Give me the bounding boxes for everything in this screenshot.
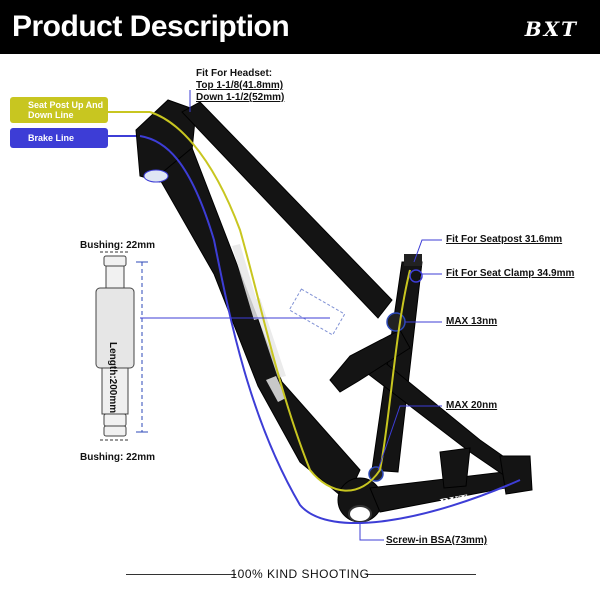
page-title: Product Description bbox=[12, 10, 290, 43]
headset-title: Fit For Headset: bbox=[196, 68, 273, 79]
headset-top-spec: Top 1-1/8(41.8mm) bbox=[196, 80, 284, 91]
torque-13-spec: MAX 13nm bbox=[446, 316, 498, 327]
legend-seatpost-line: Seat Post Up And Down Line bbox=[10, 97, 108, 123]
bushing-top-label: Bushing: 22mm bbox=[80, 240, 156, 251]
bike-frame bbox=[135, 99, 533, 523]
shock-bottom-eye bbox=[103, 413, 127, 427]
shock-top-bushing bbox=[103, 255, 127, 267]
brake-cable-route bbox=[139, 135, 521, 525]
footer-caption: 100% KIND SHOOTING bbox=[230, 567, 370, 581]
rear-stay-inner bbox=[439, 447, 471, 489]
legend-brake-line: Brake Line bbox=[10, 128, 108, 148]
shock-top-eye bbox=[105, 265, 125, 289]
header-bar: Product Description BXT bbox=[0, 0, 600, 54]
footer-rule-right bbox=[366, 574, 476, 575]
headset-down-spec: Down 1-1/2(52mm) bbox=[196, 92, 285, 103]
headset-lower bbox=[143, 169, 169, 183]
down-tube bbox=[157, 147, 361, 501]
footer-rule-left bbox=[126, 574, 236, 575]
rear-shock-illustration bbox=[95, 255, 135, 437]
bsa-shell bbox=[348, 505, 372, 523]
seatpost-spec: Fit For Seatpost 31.6mm bbox=[446, 234, 563, 245]
rear-dropout bbox=[499, 455, 533, 495]
leader-lines bbox=[140, 90, 442, 541]
shock-body bbox=[101, 367, 129, 415]
seat-clamp-marker bbox=[409, 269, 423, 283]
bsa-spec: Screw-in BSA(73mm) bbox=[386, 535, 488, 546]
torque-20-spec: MAX 20nm bbox=[446, 400, 498, 411]
mounted-shock-ghost bbox=[288, 288, 346, 336]
rocker-link bbox=[329, 329, 411, 393]
seat-clamp-spec: Fit For Seat Clamp 34.9mm bbox=[446, 268, 575, 279]
rocker-pivot bbox=[386, 312, 406, 332]
legend-seatpost-label: Seat Post Up And Down Line bbox=[28, 100, 104, 120]
legend-brake-label: Brake Line bbox=[28, 133, 75, 143]
seat-tube-top bbox=[404, 254, 422, 266]
brand-logo: BXT bbox=[524, 17, 578, 41]
bushing-bottom-label: Bushing: 22mm bbox=[80, 452, 156, 463]
shock-bottom-bushing bbox=[103, 425, 127, 437]
frame-logo-text: BXT bbox=[437, 492, 469, 511]
top-tube bbox=[181, 101, 393, 319]
seatpost-cable-route bbox=[149, 111, 411, 492]
shock-length-label: Length:200mm bbox=[107, 342, 118, 414]
